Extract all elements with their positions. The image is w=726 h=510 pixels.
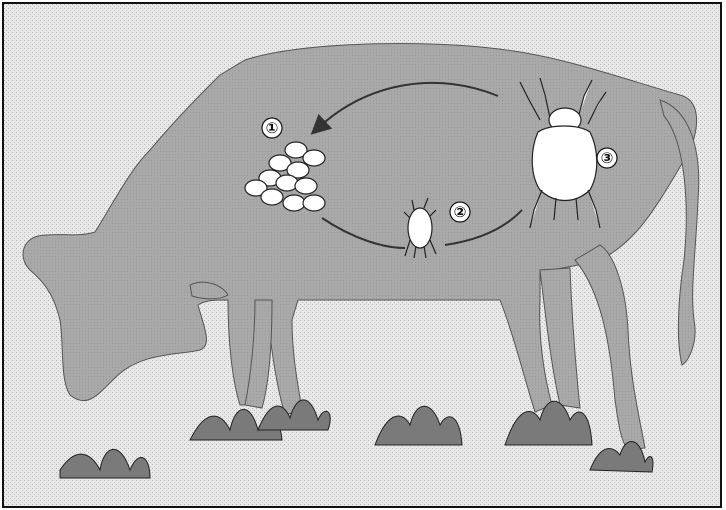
stage-label-3: ③: [597, 148, 617, 168]
stage-label-1-text: ①: [266, 119, 279, 137]
stage-label-3-text: ③: [601, 149, 614, 167]
stage-label-2: ②: [450, 202, 470, 222]
stage-label-2-text: ②: [454, 203, 467, 221]
stage-label-1: ①: [262, 118, 282, 138]
